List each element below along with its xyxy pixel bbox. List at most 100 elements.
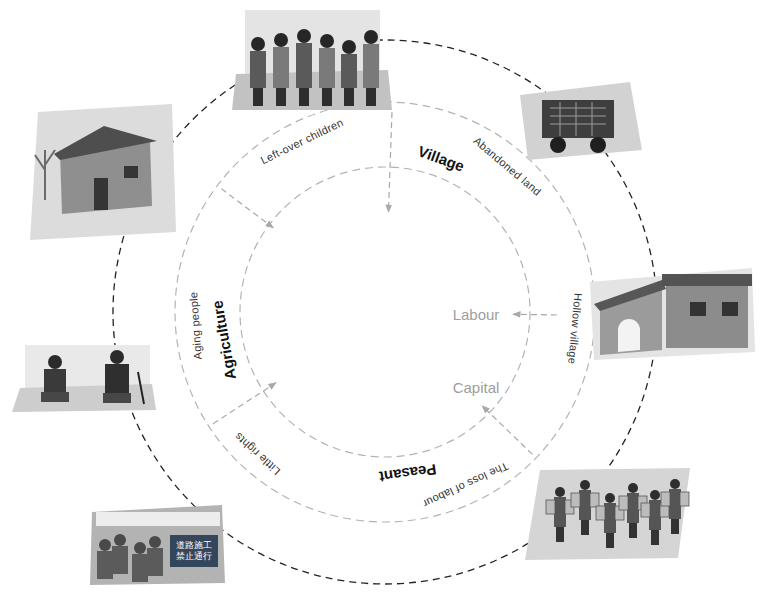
ring-label: Little rights <box>232 429 283 477</box>
elder-legs <box>103 393 131 403</box>
house-wall <box>666 284 748 348</box>
child-head <box>342 40 356 54</box>
photo-backdrop <box>90 505 225 585</box>
walker-legs <box>651 530 659 545</box>
child-head <box>320 34 334 48</box>
photo-backdrop <box>25 345 150 390</box>
walker-legs <box>671 519 679 534</box>
child-head <box>364 30 378 44</box>
harvester-wheel <box>550 137 566 153</box>
walker-head <box>670 479 680 489</box>
crowd-body <box>112 546 128 574</box>
ring-label: Hollow village <box>565 292 584 364</box>
house-roof <box>662 274 752 286</box>
road-sign <box>170 535 218 567</box>
flow-arrow <box>513 314 557 316</box>
child-legs <box>322 88 332 106</box>
walker-legs <box>581 520 589 535</box>
crowd-body <box>132 554 148 582</box>
walker-head <box>605 493 615 503</box>
photo-backdrop <box>590 268 755 360</box>
ring-label: Left-over children <box>258 115 345 166</box>
house-arch <box>618 319 640 352</box>
elder-body <box>105 364 129 394</box>
banner <box>96 512 220 526</box>
section-title: Peasant <box>378 460 437 486</box>
field-patch <box>520 82 642 160</box>
walker-basket <box>619 496 628 510</box>
walker-body <box>627 493 639 523</box>
flow-arrow <box>482 406 532 455</box>
sign-text: 道路施工 禁止通行 <box>172 540 216 562</box>
walker-basket <box>546 500 555 514</box>
crowd-head <box>134 542 146 554</box>
child-legs <box>299 88 309 106</box>
crowd-head <box>149 536 161 548</box>
walking-cane <box>138 372 144 404</box>
walker-body <box>669 489 681 519</box>
elder-head <box>48 355 62 369</box>
ground-patch <box>12 384 156 412</box>
child-head <box>297 29 311 43</box>
harvester-wheel <box>590 137 606 153</box>
walker-head <box>650 490 660 500</box>
walker-basket <box>596 506 605 520</box>
house-window <box>722 302 738 316</box>
walker-head <box>555 487 565 497</box>
crowd-body <box>97 551 113 579</box>
section-title: Agriculture <box>209 299 241 381</box>
walker-basket <box>641 503 650 517</box>
walker-body <box>649 500 661 530</box>
harvester-grid <box>550 102 606 136</box>
child-body <box>250 51 266 88</box>
child-body <box>296 43 312 88</box>
road-patch <box>525 468 690 560</box>
child-legs <box>344 88 354 106</box>
child-legs <box>366 88 376 106</box>
walker-body <box>604 503 616 533</box>
ring-label: Aging people <box>187 291 205 360</box>
walker-body <box>579 490 591 520</box>
house-window <box>124 166 138 178</box>
tree <box>35 150 55 200</box>
child-head <box>274 33 288 47</box>
walker-basket <box>590 493 599 507</box>
photo-backdrop <box>30 104 176 240</box>
walker-legs <box>629 523 637 538</box>
child-body <box>363 44 379 88</box>
house-window <box>690 302 706 316</box>
inner-dashed-ring <box>240 167 530 457</box>
walker-head <box>628 483 638 493</box>
crowd-head <box>114 534 126 546</box>
photo-group <box>12 10 755 585</box>
flow-arrow <box>221 189 273 228</box>
section-title: Village <box>415 142 466 175</box>
walker-body <box>554 497 566 527</box>
walker-basket <box>680 492 689 506</box>
child-body <box>319 48 335 88</box>
core-label: Capital <box>453 379 500 397</box>
walker-head <box>580 480 590 490</box>
child-body <box>273 47 289 88</box>
child-legs <box>253 88 263 106</box>
crowd-head <box>99 539 111 551</box>
outer-dashed-ring <box>113 40 657 584</box>
elder-body <box>44 369 66 393</box>
flow-arrow <box>213 383 276 424</box>
house-door <box>94 178 108 210</box>
child-head <box>251 37 265 51</box>
flow-arrow <box>388 112 391 212</box>
child-legs <box>276 88 286 106</box>
harvester-body <box>542 100 614 138</box>
middle-dashed-ring <box>175 102 595 522</box>
walker-basket <box>661 492 670 506</box>
core-label: Labour <box>453 306 500 324</box>
child-body <box>341 54 357 88</box>
house-roof <box>54 126 157 160</box>
elder-head <box>110 350 124 364</box>
walker-legs <box>606 533 614 548</box>
walker-basket <box>571 493 580 507</box>
elder-legs <box>41 392 69 402</box>
